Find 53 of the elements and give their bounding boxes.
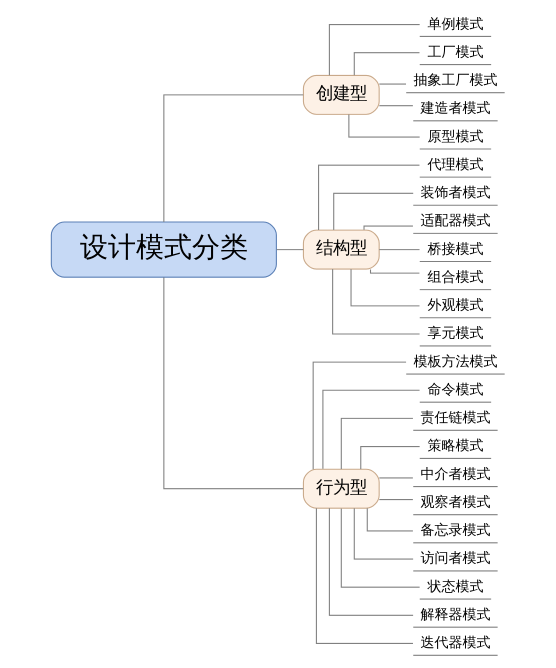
connector bbox=[333, 192, 414, 230]
connector bbox=[316, 508, 413, 644]
node-text: 原型模式 bbox=[427, 128, 484, 145]
node-text: 享元模式 bbox=[427, 326, 484, 342]
connector bbox=[340, 418, 413, 470]
node-text: 状态模式 bbox=[427, 578, 484, 595]
connector bbox=[354, 52, 420, 76]
connector bbox=[366, 508, 413, 532]
node-text: 策略模式 bbox=[427, 438, 484, 454]
node-text: 中介者模式 bbox=[420, 466, 490, 482]
node-box: 创建型 bbox=[302, 74, 380, 115]
connector bbox=[328, 508, 414, 616]
connector bbox=[312, 362, 406, 470]
connector bbox=[332, 269, 420, 335]
connector bbox=[350, 269, 420, 306]
node-text: 建造者模式 bbox=[420, 100, 490, 117]
node-text: 适配器模式 bbox=[420, 213, 490, 230]
node-text: 桥接模式 bbox=[427, 241, 484, 258]
connector bbox=[163, 94, 304, 222]
connector bbox=[328, 24, 420, 76]
node-text: 工厂模式 bbox=[427, 44, 484, 60]
connector bbox=[379, 249, 420, 250]
node-text: 外观模式 bbox=[427, 298, 484, 314]
connector bbox=[379, 105, 413, 106]
connector bbox=[318, 164, 420, 230]
connector bbox=[354, 508, 414, 560]
node-text: 备忘录模式 bbox=[420, 522, 490, 539]
node-text: 责任链模式 bbox=[420, 410, 490, 426]
node-text: 解释器模式 bbox=[420, 606, 490, 623]
node-text: 单例模式 bbox=[427, 16, 484, 32]
node-text: 抽象工厂模式 bbox=[413, 72, 498, 88]
node-text: 迭代器模式 bbox=[420, 635, 490, 652]
node-box: 设计模式分类 bbox=[50, 221, 277, 278]
connector bbox=[370, 269, 420, 274]
node-box: 行为型 bbox=[302, 468, 380, 509]
node-text: 代理模式 bbox=[427, 156, 484, 173]
connector bbox=[379, 477, 413, 478]
connector bbox=[276, 249, 304, 250]
node-text: 命令模式 bbox=[427, 382, 484, 398]
connector bbox=[348, 114, 420, 138]
node-text: 装饰者模式 bbox=[420, 185, 490, 202]
connector bbox=[379, 499, 413, 500]
connector bbox=[363, 226, 413, 230]
connector bbox=[322, 390, 420, 469]
node-text: 组合模式 bbox=[427, 269, 484, 286]
connector bbox=[163, 278, 304, 490]
connector bbox=[340, 508, 420, 588]
node-text: 模板方法模式 bbox=[413, 354, 498, 370]
connector bbox=[379, 84, 406, 85]
node-text: 访问者模式 bbox=[420, 550, 490, 567]
node-text: 观察者模式 bbox=[420, 494, 490, 510]
connector bbox=[360, 446, 420, 470]
node-box: 结构型 bbox=[302, 230, 380, 270]
